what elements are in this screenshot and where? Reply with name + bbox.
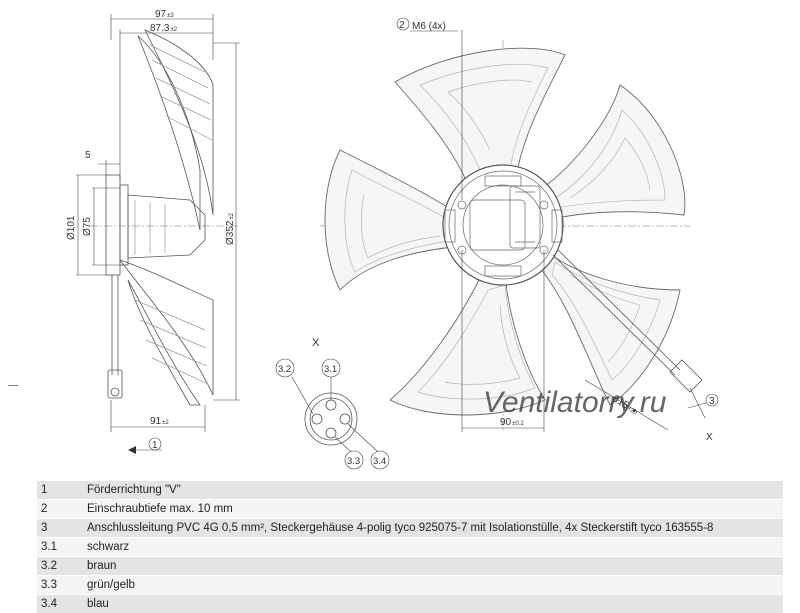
m6-label: M6 (4x) xyxy=(412,21,446,32)
legend-number: 3.3 xyxy=(37,576,83,595)
fan-blade-right xyxy=(540,85,685,220)
technical-drawing: 97±3 87.3±2 5 Ø101 Ø75 Ø352±2 91±2 1 X xyxy=(0,0,800,470)
pin-3-1: 3.1 xyxy=(324,364,337,375)
dim-d352: Ø352±2 xyxy=(225,212,236,245)
dim-d101: Ø101 xyxy=(66,215,77,240)
fan-blade-lower-right xyxy=(540,250,680,405)
callout-2: 2 xyxy=(399,20,405,31)
pin-3-4: 3.4 xyxy=(373,456,386,467)
fan-hub xyxy=(443,165,563,285)
legend-number: 2 xyxy=(37,500,83,519)
pin-3-2: 3.2 xyxy=(278,364,291,375)
view-x-marker: X xyxy=(706,432,713,443)
dim-87-3: 87.3±2 xyxy=(150,23,178,34)
legend-text: Anschlussleitung PVC 4G 0,5 mm², Stecker… xyxy=(83,519,783,538)
legend-text: braun xyxy=(83,557,783,576)
callout-1: 1 xyxy=(152,440,158,451)
legend-text: Einschraubtiefe max. 10 mm xyxy=(83,500,783,519)
detail-x-label: X xyxy=(312,337,320,349)
dim-91: 91±2 xyxy=(150,416,169,427)
legend-number: 3 xyxy=(37,519,83,538)
legend-number: 1 xyxy=(37,481,83,500)
legend-number: 3.4 xyxy=(37,595,83,613)
legend-text: grün/gelb xyxy=(83,576,783,595)
legend-text: Förderrichtung "V" xyxy=(83,481,783,500)
watermark: Ventilatorry.ru xyxy=(483,386,667,419)
callout-3: 3 xyxy=(709,396,715,407)
legend-text: schwarz xyxy=(83,538,783,557)
dim-d75: Ø75 xyxy=(82,217,93,236)
connector-detail: X 3.1 3.2 3.3 3.4 xyxy=(276,337,389,469)
fan-blade-top xyxy=(395,48,565,190)
legend-text: blau xyxy=(83,595,783,613)
legend-number: 3.2 xyxy=(37,557,83,576)
side-view: 97±3 87.3±2 5 Ø101 Ø75 Ø352±2 91±2 1 xyxy=(66,9,240,454)
margin-mark xyxy=(8,385,18,386)
dim-97: 97±3 xyxy=(155,9,174,20)
dim-5: 5 xyxy=(85,150,91,161)
pin-3-3: 3.3 xyxy=(347,456,360,467)
fan-blade-left xyxy=(325,150,462,290)
front-view: 2 M6 (4x) 90±0.2 615+20 3 X Ventilatorry… xyxy=(320,18,718,443)
legend-number: 3.1 xyxy=(37,538,83,557)
